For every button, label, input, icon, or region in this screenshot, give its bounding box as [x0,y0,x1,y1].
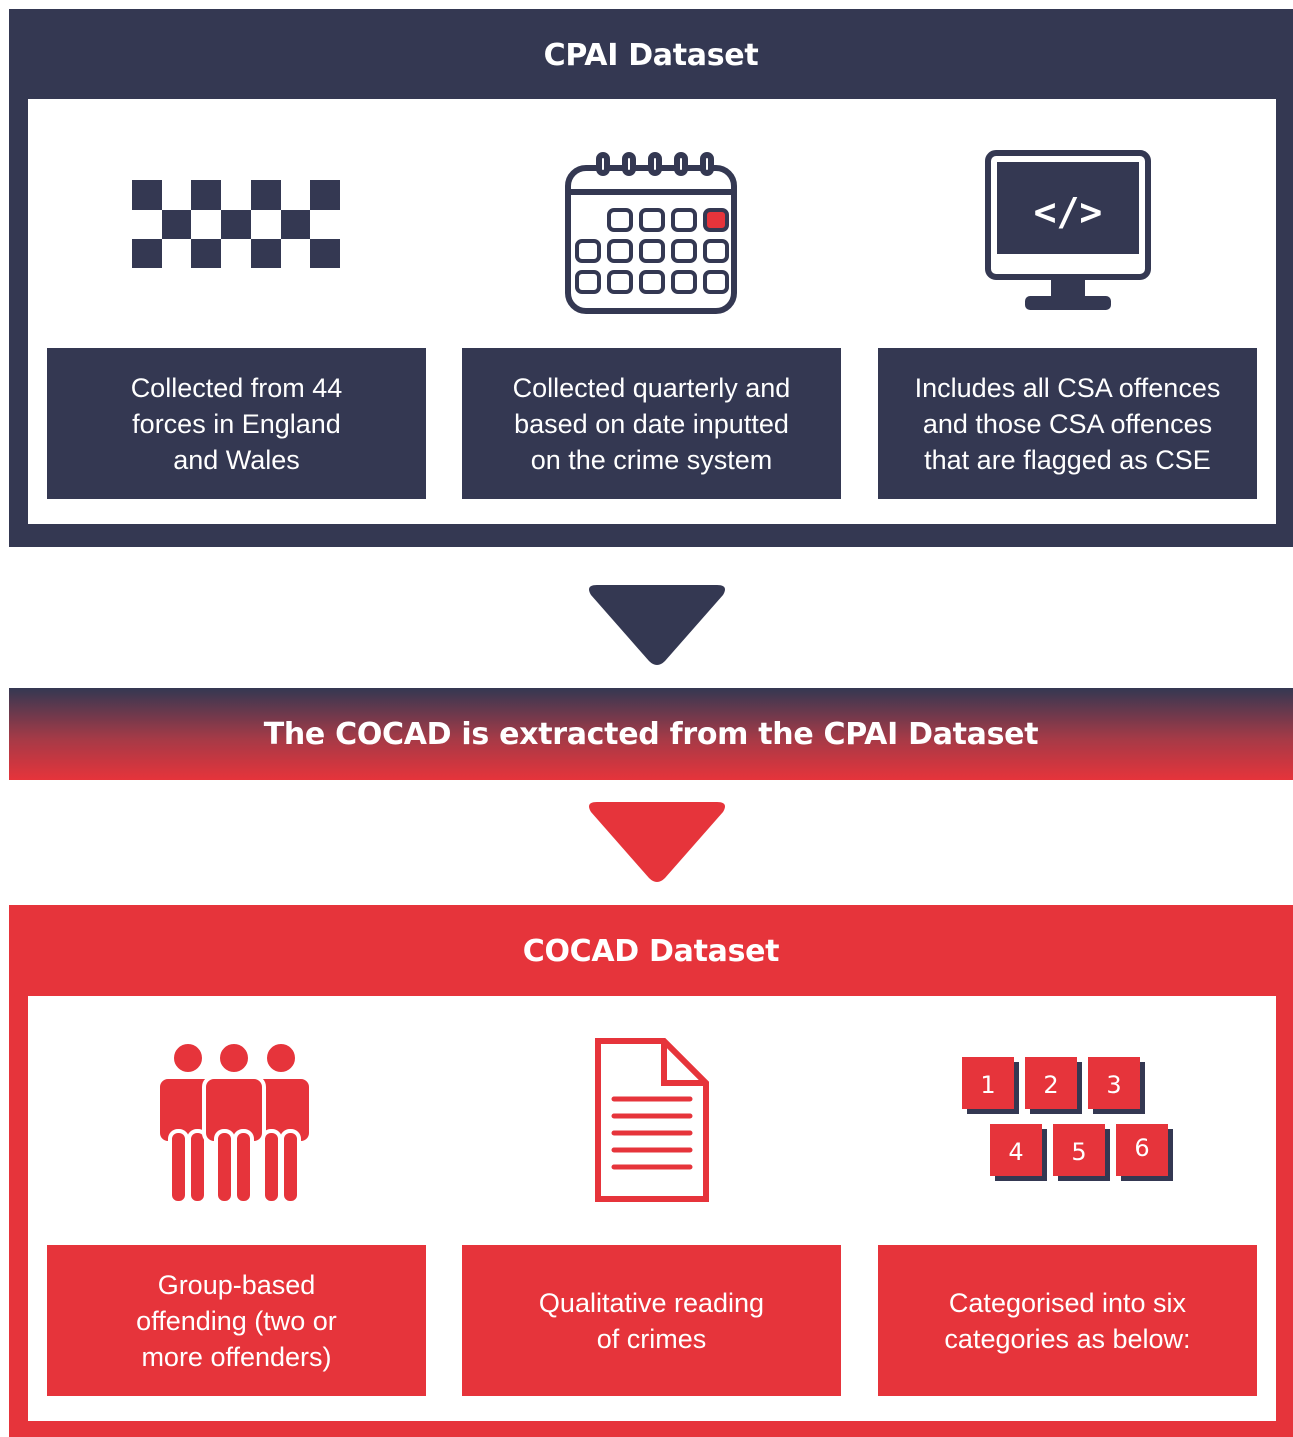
navy-down-arrow-icon [589,585,725,665]
card-text-line: Collected quarterly and [512,372,791,403]
card-text-line: Categorised into six [948,1287,1187,1318]
card-text-line: Qualitative reading [538,1287,765,1318]
person-figure [202,1040,266,1205]
card-text-line: Includes all CSA offences [914,372,1221,403]
category-number: 4 [1008,1138,1023,1166]
category-box-6: 6 [1116,1124,1173,1181]
calendar-icon [565,152,737,314]
numbered-categories-icon: 1 2 3 4 5 [962,1057,1173,1181]
card-text-line: offending (two or [136,1305,337,1336]
cpai-card-quarterly: Collected quarterly and based on date in… [462,348,841,499]
code-symbol: </> [1034,190,1103,234]
category-box-2: 2 [1025,1057,1082,1114]
cpai-panel-title: CPAI Dataset [543,37,759,73]
cocad-panel-title: COCAD Dataset [522,933,780,969]
card-text-line: Collected from 44 [130,372,343,403]
card-text-line: based on date inputted [514,408,789,439]
category-number: 2 [1043,1071,1058,1099]
card-text-line: forces in England [132,408,341,439]
card-text-line: more offenders) [141,1341,332,1372]
card-text-line: Group-based [157,1269,316,1300]
cocad-card-categorised: Categorised into six categories as below… [878,1245,1257,1396]
category-box-5: 5 [1053,1124,1110,1181]
cpai-card-forces: Collected from 44 forces in England and … [47,348,426,499]
cocad-panel-content: 1 2 3 4 5 [28,996,1276,1421]
checkered-pattern-icon [132,180,340,268]
category-number: 3 [1106,1071,1121,1099]
red-down-arrow-icon [589,802,725,882]
card-text-line: on the crime system [530,444,773,475]
group-of-people-icon [156,1040,313,1205]
card-text-line: and those CSA offences [922,408,1213,439]
category-number: 1 [980,1071,995,1099]
extraction-banner: The COCAD is extracted from the CPAI Dat… [9,688,1293,780]
cpai-panel-content: </> Collected from 44 forces in England … [28,99,1276,524]
cpai-dataset-panel: CPAI Dataset [9,9,1293,547]
category-box-4: 4 [990,1124,1047,1181]
card-text-line: categories as below: [944,1323,1191,1354]
cpai-card-offences: Includes all CSA offences and those CSA … [878,348,1257,499]
category-number: 6 [1134,1134,1149,1162]
category-box-1: 1 [962,1057,1019,1114]
card-text-line: of crimes [596,1323,707,1354]
code-monitor-icon: </> [985,150,1151,310]
cocad-dataset-panel: COCAD Dataset [9,905,1293,1437]
card-text-line: and Wales [173,444,300,475]
category-box-3: 3 [1088,1057,1145,1114]
cocad-card-group-offending: Group-based offending (two or more offen… [47,1245,426,1396]
document-icon [595,1038,709,1202]
card-text-line: that are flagged as CSE [924,444,1211,475]
category-number: 5 [1071,1138,1086,1166]
cocad-card-qualitative: Qualitative reading of crimes [462,1245,841,1396]
